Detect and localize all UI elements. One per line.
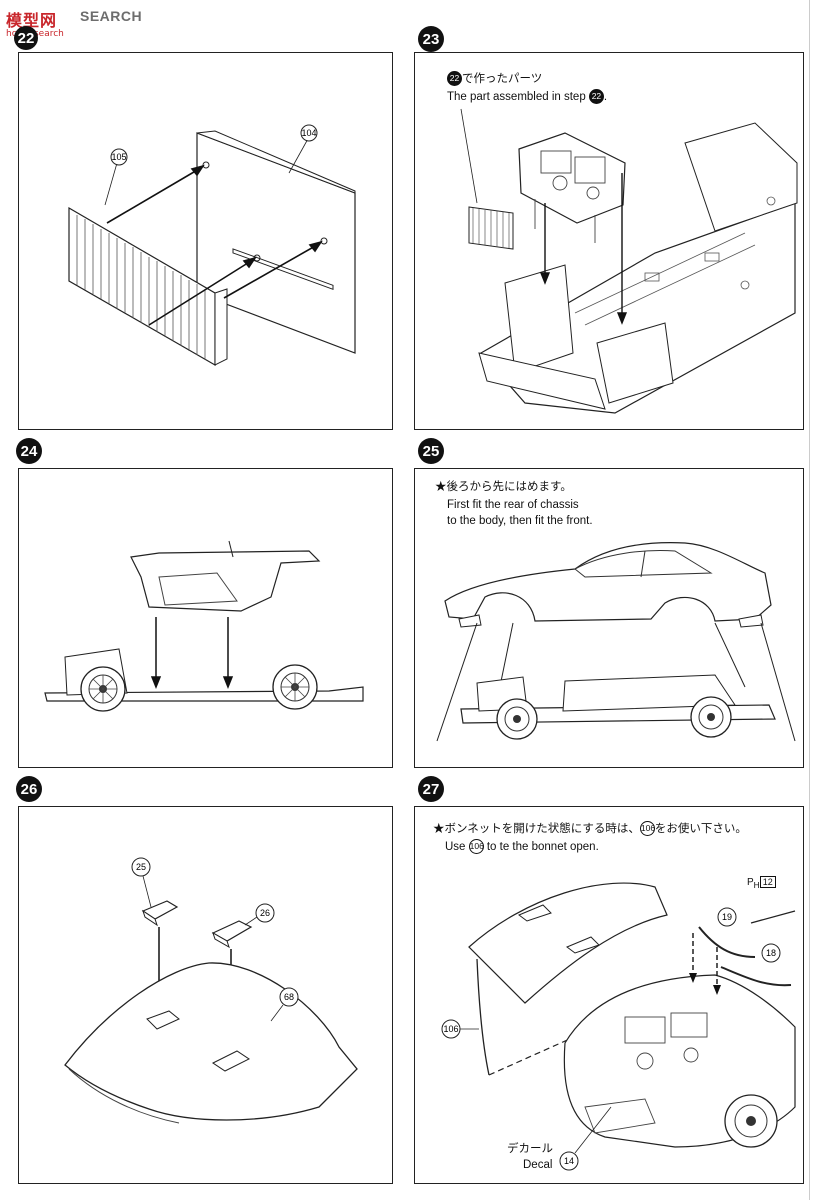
step-number-26: 26 xyxy=(16,776,42,802)
step-number-22: 22 xyxy=(14,26,38,50)
step-23-chassis-diagram xyxy=(460,108,798,414)
step-25-assembly-diagram xyxy=(436,542,796,742)
step-27-bonnet-diagram: 19 18 106 14 xyxy=(441,882,796,1171)
step-22-panel: 105 104 xyxy=(18,52,393,430)
watermark-brand: 模型网 xyxy=(6,11,58,30)
step-27-note-en-a: Use xyxy=(445,841,466,853)
step-25-note-en-2: to the body, then fit the front. xyxy=(447,515,593,527)
decal-label-jp: デカール xyxy=(507,1143,553,1155)
step-number-24: 24 xyxy=(16,438,42,464)
step-26-hood-diagram: 25 26 68 xyxy=(64,857,358,1124)
part-25-label: 25 xyxy=(136,862,146,872)
part-19-label: 19 xyxy=(722,912,732,922)
step-number-27: 27 xyxy=(418,776,444,802)
step-27-note-jp-b: をお使い下さい。 xyxy=(654,823,747,835)
part-105-label: 105 xyxy=(111,152,126,162)
step-27-note-en-b: to te the bonnet open. xyxy=(486,841,599,853)
watermark-search: SEARCH xyxy=(80,8,143,24)
paint-code-number: 12 xyxy=(759,876,776,888)
part-68-label: 68 xyxy=(284,992,294,1002)
step-number-25: 25 xyxy=(418,438,444,464)
step-25-note-en-1: First fit the rear of chassis xyxy=(447,499,579,511)
paint-code-sub: H xyxy=(753,880,760,890)
part-106-ref-jp: 106 xyxy=(639,821,655,837)
step-27-note-en: Use 106 to te the bonnet open. xyxy=(445,839,599,855)
step-25-note-jp: ★後ろから先にはめます。 xyxy=(435,481,572,493)
paint-code-letter: P xyxy=(747,877,754,888)
decal-label-en: Decal xyxy=(523,1159,553,1171)
part-104-label: 104 xyxy=(301,128,316,138)
page-edge-line xyxy=(809,0,818,1200)
part-106-ref-en: 106 xyxy=(468,839,484,855)
step-27-note-jp-a: ★ボンネットを開けた状態にする時は、 xyxy=(433,823,640,835)
step-23-note-jp-text: で作ったパーツ xyxy=(462,73,543,85)
step-23-note-en: The part assembled in step 22. xyxy=(447,89,608,105)
step-26-panel: 25 26 68 xyxy=(18,806,393,1184)
step-23-note-en-text: The part assembled in step xyxy=(447,91,586,103)
step-27-panel: ★ボンネットを開けた状態にする時は、106をお使い下さい。 Use 106 to… xyxy=(414,806,804,1184)
part-18-label: 18 xyxy=(766,948,776,958)
step-ref-badge: 22 xyxy=(447,71,462,87)
part-106-label: 106 xyxy=(443,1024,458,1034)
step-24-body-drop-diagram xyxy=(44,540,364,712)
step-27-note-jp: ★ボンネットを開けた状態にする時は、106をお使い下さい。 xyxy=(433,821,747,837)
part-26-label: 26 xyxy=(260,908,270,918)
step-number-23: 23 xyxy=(418,26,444,52)
step-ref-badge-en: 22 xyxy=(588,89,604,105)
step-24-panel xyxy=(18,468,393,768)
step-22-diagram: 105 104 xyxy=(68,124,356,367)
part-14-label: 14 xyxy=(564,1156,574,1166)
step-25-panel: ★後ろから先にはめます。 First fit the rear of chass… xyxy=(414,468,804,768)
